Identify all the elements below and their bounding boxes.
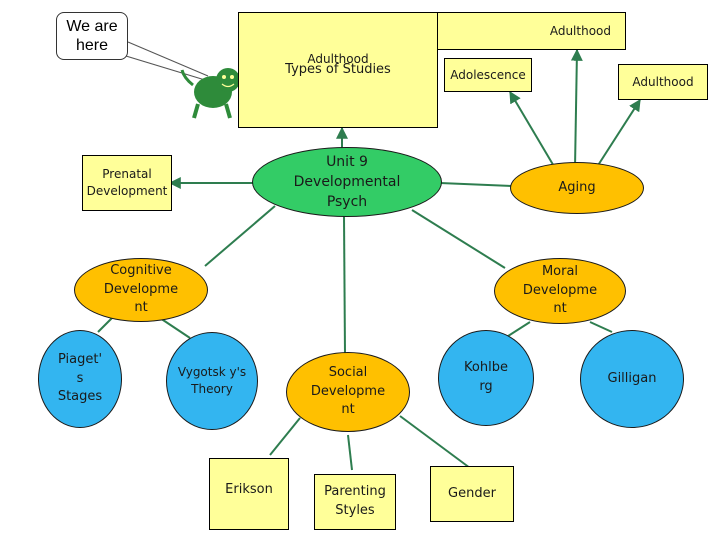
adulthood-right-node: Adulthood bbox=[618, 64, 708, 100]
line-moral-gilligan bbox=[589, 321, 613, 333]
adulthood-top-box: Adulthood Types of Studies bbox=[238, 12, 438, 128]
aging-node: Aging bbox=[510, 162, 644, 214]
line-aging-adolescence bbox=[509, 90, 556, 169]
center-topic-label: Unit 9 Developmental Psych bbox=[293, 153, 401, 211]
moral-development-label: Moral Developme nt bbox=[522, 263, 598, 317]
adolescence-label: Adolescence bbox=[450, 67, 526, 82]
kohlberg-node: Kohlbe rg bbox=[438, 330, 534, 426]
gender-node: Gender bbox=[430, 466, 514, 522]
types-of-studies-label: Types of Studies bbox=[285, 62, 391, 77]
line-aging-adulthood-top bbox=[570, 48, 583, 169]
erikson-label: Erikson bbox=[225, 482, 273, 497]
prenatal-node: Prenatal Development bbox=[82, 155, 172, 211]
gilligan-label: Gilligan bbox=[607, 370, 657, 386]
parenting-styles-label: Parenting Styles bbox=[324, 484, 386, 518]
adolescence-node: Adolescence bbox=[444, 58, 532, 92]
line-cognitive-vygotsky bbox=[159, 317, 191, 339]
line-center-social bbox=[343, 215, 346, 356]
callout-pointer-line bbox=[127, 41, 209, 77]
line-center-moral bbox=[411, 209, 506, 269]
line-center-aging bbox=[439, 182, 513, 187]
aging-label: Aging bbox=[558, 179, 596, 195]
callout-pointer-line-2 bbox=[125, 55, 206, 81]
line-aging-adulthood-right bbox=[594, 98, 641, 171]
gender-label: Gender bbox=[448, 485, 496, 501]
adulthood-top-text: Adulthood bbox=[549, 23, 611, 38]
vygotsky-label: Vygotsk y's Theory bbox=[177, 365, 247, 396]
cognitive-development-label: Cognitive Developme nt bbox=[103, 262, 179, 316]
adulthood-right-label: Adulthood bbox=[632, 74, 694, 89]
turtle-mascot-icon bbox=[180, 68, 240, 119]
line-cognitive-piaget bbox=[97, 317, 113, 333]
cognitive-development-node: Cognitive Developme nt bbox=[74, 258, 208, 322]
prenatal-label: Prenatal Development bbox=[86, 167, 168, 198]
social-development-label: Social Developme nt bbox=[310, 364, 386, 418]
moral-development-node: Moral Developme nt bbox=[494, 258, 626, 324]
erikson-node: Erikson bbox=[209, 458, 289, 530]
center-topic-node: Unit 9 Developmental Psych bbox=[252, 147, 442, 217]
line-center-cognitive bbox=[204, 205, 276, 267]
line-social-erikson bbox=[269, 417, 301, 456]
line-social-gender bbox=[399, 415, 471, 469]
we-are-here-callout: We are here bbox=[56, 12, 128, 60]
vygotsky-node: Vygotsk y's Theory bbox=[166, 332, 258, 430]
parenting-styles-node: Parenting Styles bbox=[314, 474, 396, 530]
adulthood-top-label: Adulthood bbox=[307, 52, 369, 66]
kohlberg-label: Kohlbe rg bbox=[464, 360, 508, 394]
line-social-parenting bbox=[347, 434, 353, 471]
gilligan-node: Gilligan bbox=[580, 330, 684, 428]
social-development-node: Social Developme nt bbox=[286, 352, 410, 432]
adulthood-top-node: Adulthood bbox=[438, 12, 626, 50]
piaget-node: Piaget' s Stages bbox=[38, 330, 122, 428]
piaget-label: Piaget' s Stages bbox=[57, 351, 103, 405]
